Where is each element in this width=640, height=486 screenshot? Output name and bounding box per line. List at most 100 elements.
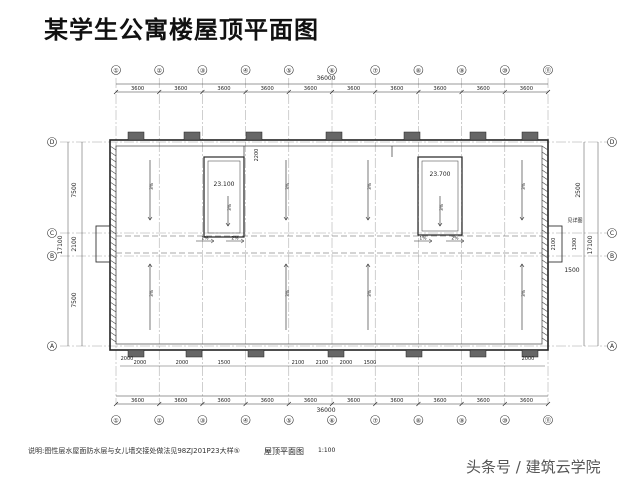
roof-drain-top bbox=[325, 131, 343, 141]
axis-bubble-bottom bbox=[413, 415, 424, 425]
gutter-slope-label: 1% bbox=[419, 236, 427, 242]
slope-arrow-head bbox=[283, 216, 289, 221]
slope-label: 3% bbox=[227, 203, 233, 211]
dim-tick bbox=[459, 401, 464, 407]
dim-tick bbox=[286, 89, 292, 95]
inner-dim-label: 1500 bbox=[218, 360, 231, 366]
dim-tick bbox=[459, 89, 464, 95]
wall-hatch-left bbox=[109, 247, 117, 253]
watermark: 头条号 / 建筑云学院 bbox=[466, 458, 601, 476]
wall-hatch-right bbox=[541, 187, 549, 193]
wall-hatch-right bbox=[541, 289, 549, 295]
axis-label-side: D bbox=[610, 139, 615, 146]
gutter-arrow-head bbox=[240, 238, 245, 244]
inner-dim-label: 2100 bbox=[316, 360, 329, 366]
roof-drain-bottom bbox=[247, 349, 265, 358]
wall-hatch-right bbox=[541, 283, 549, 289]
dim-tick bbox=[113, 89, 119, 95]
wall-hatch-left bbox=[109, 337, 117, 343]
plan-scale: 1:100 bbox=[318, 447, 336, 454]
axis-label-side: A bbox=[50, 343, 55, 350]
bay-dim-label: 3600 bbox=[347, 86, 360, 92]
wall-hatch-right bbox=[541, 169, 549, 175]
axis-bubble-top bbox=[499, 65, 510, 75]
roof-drain-top bbox=[521, 131, 539, 141]
wall-hatch-right bbox=[541, 163, 549, 169]
wall-hatch-right bbox=[541, 175, 549, 181]
bay-dim-label: 3600 bbox=[261, 86, 274, 92]
axis-bubble-side bbox=[607, 341, 617, 351]
bay-dim-label: 3600 bbox=[131, 86, 144, 92]
bay-dim-label: 3600 bbox=[433, 86, 446, 92]
wall-hatch-right bbox=[541, 199, 549, 205]
dim-tick bbox=[113, 401, 119, 407]
gutter-slope-label: 1% bbox=[201, 236, 209, 242]
dim-tick bbox=[372, 89, 378, 95]
roof-drain-top bbox=[403, 131, 421, 141]
bay-dim-label: 3600 bbox=[261, 398, 274, 404]
axis-label-bottom: ⑩ bbox=[502, 418, 507, 425]
slope-arrow-head bbox=[283, 263, 289, 268]
axis-label-top: ⑩ bbox=[502, 68, 507, 75]
plan-title: 屋顶平面图 bbox=[264, 447, 304, 456]
axis-bubble-top bbox=[240, 65, 251, 75]
axis-label-bottom: ① bbox=[113, 418, 118, 425]
wall-hatch-right bbox=[541, 265, 549, 271]
axis-bubble-bottom bbox=[499, 415, 510, 425]
axis-label-top: ⑥ bbox=[329, 68, 334, 75]
axis-label-top: ⑦ bbox=[373, 68, 379, 75]
drawing-note: 说明:图性层水屋面防水层与女儿墙交接处做法见98ZJ201P23大样⑤ bbox=[28, 447, 240, 455]
bay-dim-label: 3600 bbox=[520, 398, 533, 404]
axis-bubble-bottom bbox=[283, 415, 294, 425]
axis-bubble-top bbox=[327, 65, 337, 75]
axis-label-top: ⑧ bbox=[416, 68, 421, 75]
dim-tick bbox=[329, 401, 335, 407]
wall-hatch-right bbox=[541, 229, 549, 235]
dim-tick bbox=[243, 401, 248, 407]
total-width-top: 36000 bbox=[316, 75, 335, 82]
axis-bubble-bottom bbox=[111, 415, 121, 425]
axis-label-side: D bbox=[50, 139, 55, 146]
wall-hatch-left bbox=[109, 277, 117, 283]
wall-hatch-left bbox=[109, 199, 117, 205]
wall-hatch-right bbox=[541, 307, 549, 313]
axis-label-bottom: ⑧ bbox=[416, 418, 421, 425]
dim-tick bbox=[329, 89, 335, 95]
axis-bubble-side bbox=[47, 341, 57, 351]
dim-tick bbox=[372, 401, 378, 407]
wall-hatch-left bbox=[109, 325, 117, 331]
wall-hatch-right bbox=[541, 325, 549, 331]
page-title: 某学生公寓楼屋顶平面图 bbox=[44, 16, 319, 44]
slope-label: 3% bbox=[285, 182, 291, 190]
wall-hatch-left bbox=[109, 217, 117, 223]
wall-hatch-left bbox=[109, 229, 117, 235]
dim-tick bbox=[286, 401, 292, 407]
slope-label: 3% bbox=[521, 289, 527, 297]
wall-hatch-left bbox=[109, 301, 117, 307]
stair-dim-top: 2200 bbox=[254, 149, 260, 162]
wall-hatch-right bbox=[541, 211, 549, 217]
depth-total-right: 17100 bbox=[587, 235, 594, 254]
wall-hatch-left bbox=[109, 223, 117, 229]
bay-dim-label: 3600 bbox=[433, 398, 446, 404]
wall-hatch-left bbox=[109, 295, 117, 301]
wall-hatch-left bbox=[109, 271, 117, 277]
wall-hatch-left bbox=[109, 289, 117, 295]
axis-label-bottom: ⑪ bbox=[545, 417, 551, 425]
detail-callout: 见详图 bbox=[567, 217, 582, 224]
bay-dim-label: 3600 bbox=[477, 86, 490, 92]
building-outline bbox=[95, 139, 563, 351]
wall-hatch-left bbox=[109, 181, 117, 187]
bay-dim-label: 3600 bbox=[131, 398, 144, 404]
axis-bubble-bottom bbox=[327, 415, 337, 425]
wall-hatch-left bbox=[109, 319, 117, 325]
depth-left-1: 2100 bbox=[71, 236, 78, 251]
wall-hatch-right bbox=[541, 253, 549, 259]
wall-hatch-right bbox=[541, 145, 549, 151]
roof-drains bbox=[109, 131, 549, 358]
axis-label-bottom: ④ bbox=[243, 418, 248, 425]
axis-label-top: ③ bbox=[200, 68, 205, 75]
roof-drain-bottom bbox=[405, 349, 423, 358]
axis-label-top: ② bbox=[157, 68, 163, 75]
